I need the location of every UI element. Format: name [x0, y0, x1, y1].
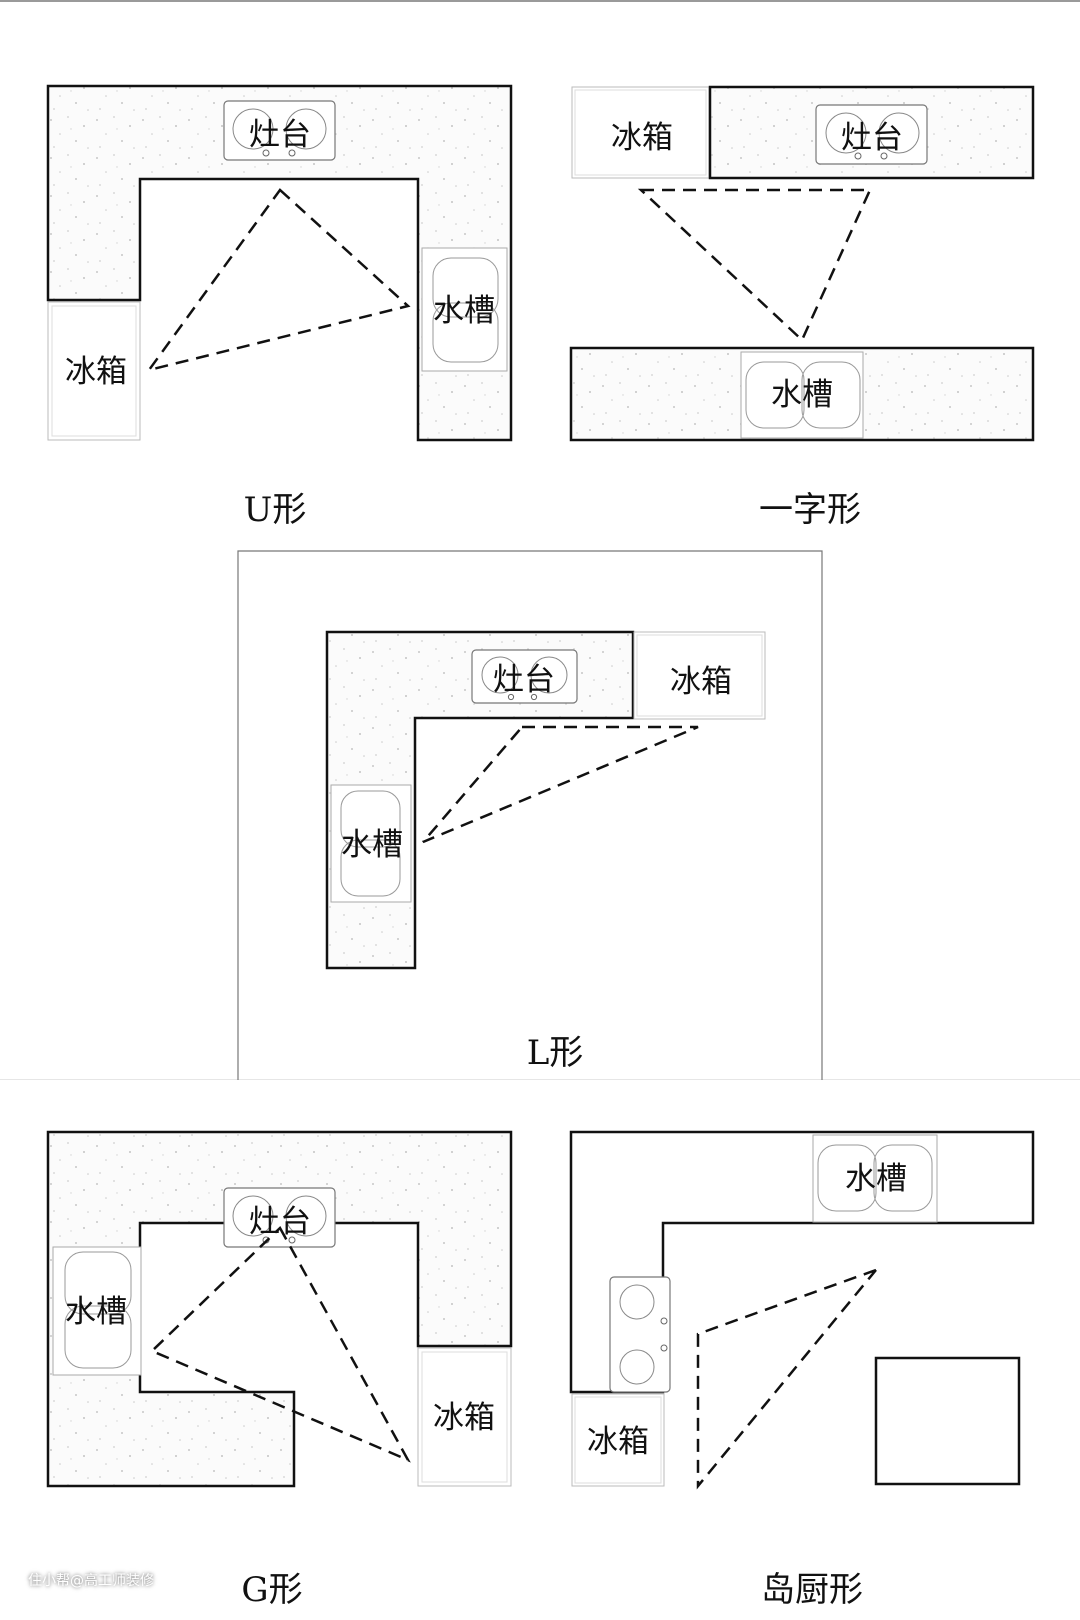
- stove-label: 灶台: [493, 662, 555, 698]
- fridge-u: 冰箱: [47, 301, 141, 441]
- sink-g: 水槽: [52, 1246, 142, 1376]
- fridge-label: 冰箱: [433, 1400, 495, 1436]
- layout-u: 灶台 水槽 冰箱: [46, 84, 513, 442]
- layout-g: 灶台 水槽 冰箱: [46, 1130, 513, 1488]
- caption-u: U形: [243, 490, 307, 530]
- counter-u: [46, 84, 513, 442]
- fridge-label: 冰箱: [65, 354, 127, 390]
- fridge-label: 冰箱: [611, 120, 673, 156]
- sink-label: 水槽: [771, 377, 833, 413]
- stove-label: 灶台: [249, 1204, 311, 1240]
- work-triangle-island: [696, 1268, 877, 1490]
- stove-g: 灶台: [223, 1187, 336, 1248]
- section-divider: [0, 1079, 1080, 1080]
- stove-label: 灶台: [841, 120, 903, 156]
- work-triangle-g: [149, 1225, 411, 1463]
- caption-l: L形: [526, 1033, 584, 1073]
- work-triangle-line: [637, 188, 872, 343]
- work-triangle-l: [422, 725, 699, 844]
- sink-label: 水槽: [65, 1294, 127, 1330]
- stove-island: [609, 1276, 671, 1393]
- caption-island: 岛厨形: [761, 1570, 863, 1610]
- sink-u: 水槽: [421, 247, 508, 372]
- stove-l: 灶台: [471, 649, 578, 704]
- stove-line: 灶台: [815, 104, 928, 165]
- stove-u: 灶台: [223, 100, 336, 161]
- work-triangle-u: [145, 188, 411, 373]
- sink-line: 水槽: [740, 351, 864, 439]
- fridge-label: 冰箱: [587, 1424, 649, 1460]
- fridge-line: 冰箱: [571, 86, 710, 179]
- watermark: 住小帮@高工师装修: [28, 1573, 154, 1589]
- island-counter: [874, 1356, 1021, 1486]
- top-divider: [0, 0, 1080, 2]
- sink-label: 水槽: [845, 1161, 907, 1197]
- layout-l: 灶台 冰箱 水槽: [237, 550, 823, 1080]
- fridge-label: 冰箱: [670, 664, 732, 700]
- fridge-island: 冰箱: [571, 1393, 665, 1487]
- caption-line: 一字形: [759, 490, 861, 530]
- fridge-g: 冰箱: [417, 1347, 512, 1487]
- sink-label: 水槽: [433, 293, 495, 329]
- sink-l: 水槽: [330, 784, 412, 903]
- layout-line: 冰箱 灶台 水槽: [569, 85, 1035, 442]
- l-frame: [237, 550, 823, 1080]
- caption-g: G形: [241, 1570, 303, 1610]
- stove-label: 灶台: [249, 117, 311, 153]
- fridge-l: 冰箱: [633, 631, 766, 720]
- counter-g: [46, 1130, 513, 1488]
- layout-island: 水槽 冰箱: [569, 1130, 1035, 1490]
- sink-island: 水槽: [812, 1134, 938, 1223]
- sink-label: 水槽: [341, 827, 403, 863]
